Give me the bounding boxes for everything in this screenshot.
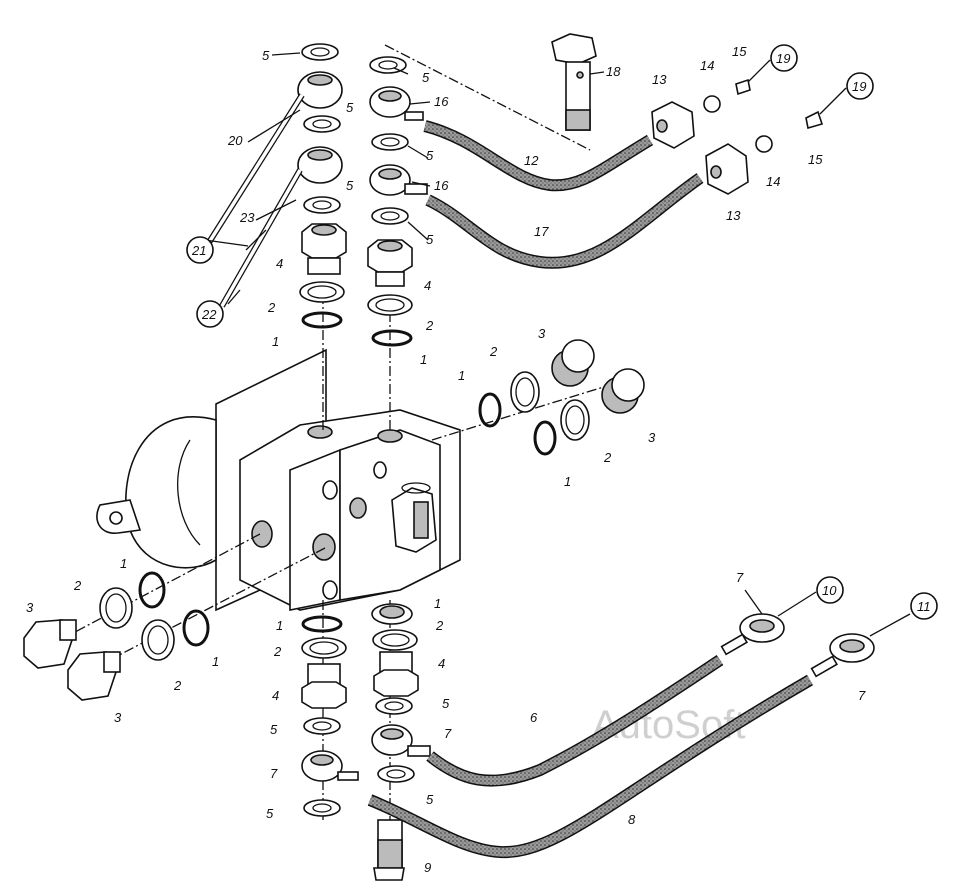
callout-4: 4 (276, 256, 283, 271)
callout-2: 2 (489, 344, 498, 359)
circled-callouts: 19 19 21 22 10 11 (186, 44, 938, 620)
callout-2: 2 (173, 678, 182, 693)
callout-1: 1 (564, 474, 571, 489)
callout-3: 3 (538, 326, 546, 341)
callout-7: 7 (444, 726, 452, 741)
callout-14: 14 (700, 58, 714, 73)
callout-13: 13 (726, 208, 741, 223)
callout-2: 2 (425, 318, 434, 333)
upper-left-stack (205, 43, 347, 329)
callout-10: 10 (822, 583, 837, 598)
callout-5: 5 (266, 806, 274, 821)
callout-19: 19 (776, 51, 790, 66)
leader-lines (204, 52, 911, 637)
callout-1: 1 (434, 596, 441, 611)
callout-12: 12 (524, 153, 539, 168)
callout-5: 5 (426, 232, 434, 247)
callout-7: 7 (270, 766, 278, 781)
callout-21: 21 (191, 243, 206, 258)
callout-2: 2 (267, 300, 276, 315)
upper-middle-stack (367, 56, 428, 347)
lower-left-stack (301, 615, 359, 817)
callout-5: 5 (426, 792, 434, 807)
right-side-plugs (478, 339, 645, 456)
callout-5: 5 (270, 722, 278, 737)
callout-3: 3 (648, 430, 656, 445)
callout-5: 5 (442, 696, 450, 711)
callout-4: 4 (438, 656, 445, 671)
callout-16: 16 (434, 94, 449, 109)
callout-3: 3 (114, 710, 122, 725)
callout-1: 1 (276, 618, 283, 633)
callout-5: 5 (426, 148, 434, 163)
lower-middle-stack (371, 603, 431, 881)
callout-14: 14 (766, 174, 780, 189)
callout-1: 1 (272, 334, 279, 349)
callout-2: 2 (435, 618, 444, 633)
callout-17: 17 (534, 224, 549, 239)
callout-6: 6 (530, 710, 538, 725)
callout-20: 20 (227, 133, 243, 148)
callout-9: 9 (424, 860, 431, 875)
callout-2: 2 (73, 578, 82, 593)
left-side-plugs (23, 571, 210, 701)
callout-23: 23 (239, 210, 255, 225)
callout-3: 3 (26, 600, 34, 615)
callout-11: 11 (917, 599, 931, 614)
callout-19: 19 (852, 79, 866, 94)
callout-5: 5 (346, 100, 354, 115)
callout-1: 1 (458, 368, 465, 383)
callout-5: 5 (346, 178, 354, 193)
callout-2: 2 (603, 450, 612, 465)
callout-15: 15 (808, 152, 823, 167)
callout-4: 4 (272, 688, 279, 703)
lower-hoses (367, 613, 875, 859)
callout-22: 22 (201, 307, 217, 322)
callout-8: 8 (628, 812, 636, 827)
callout-18: 18 (606, 64, 621, 79)
callout-5: 5 (422, 70, 430, 85)
callout-1: 1 (212, 654, 219, 669)
callout-labels: 5 5 5 20 23 4 2 1 5 16 5 16 5 4 2 1 12 1… (26, 44, 866, 875)
callout-13: 13 (652, 72, 667, 87)
callout-7: 7 (736, 570, 744, 585)
callout-16: 16 (434, 178, 449, 193)
callout-15: 15 (732, 44, 747, 59)
callout-5: 5 (262, 48, 270, 63)
callout-7: 7 (858, 688, 866, 703)
callout-2: 2 (273, 644, 282, 659)
callout-1: 1 (120, 556, 127, 571)
callout-1: 1 (420, 352, 427, 367)
callout-4: 4 (424, 278, 431, 293)
upper-hoses (423, 33, 824, 269)
housing (96, 348, 461, 612)
